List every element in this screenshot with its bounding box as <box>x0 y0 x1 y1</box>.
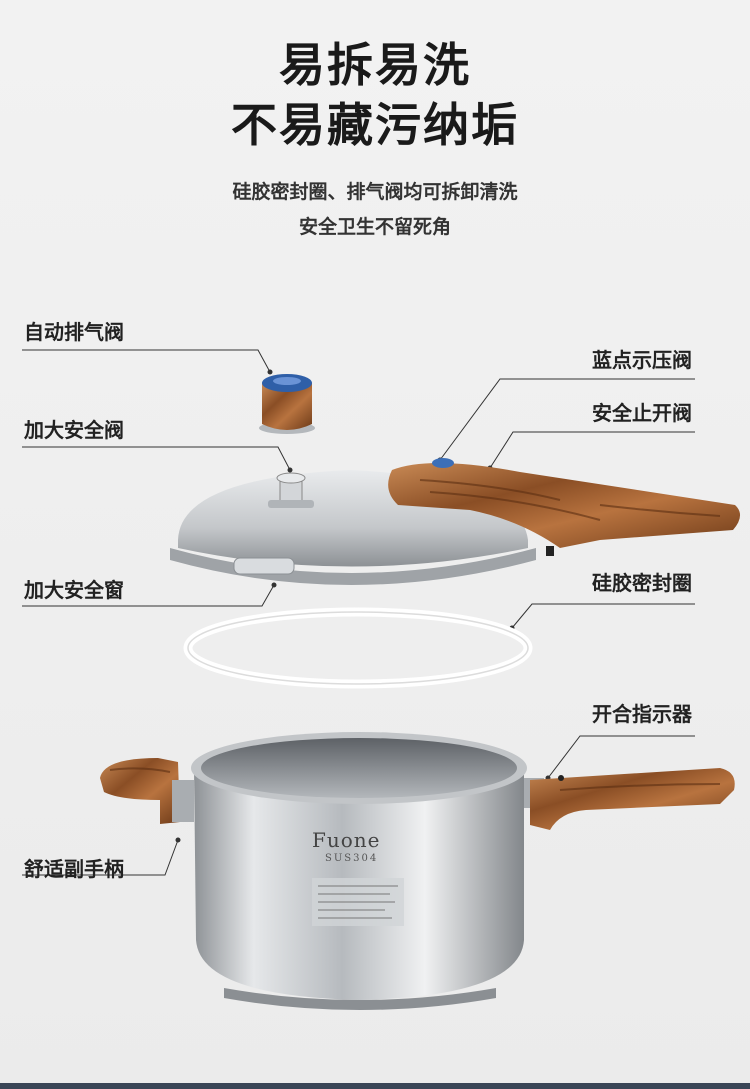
silicone-ring-part <box>183 607 533 689</box>
page-title-line2: 不易藏污纳垢 <box>231 98 519 152</box>
callout-lines <box>22 349 695 876</box>
bottom-bar <box>0 1083 750 1089</box>
lid-part <box>170 458 741 585</box>
pot-body-part <box>100 732 735 1010</box>
subtitle-line2: 安全卫生不留死角 <box>298 216 451 238</box>
subtitle-line1: 硅胶密封圈、排气阀均可拆卸清洗 <box>232 181 518 203</box>
label-safety-stop-valve: 安全止开阀 <box>592 401 692 425</box>
label-blue-dot-pressure-valve: 蓝点示压阀 <box>592 348 692 372</box>
brand-logo: Fuone <box>312 828 381 852</box>
exhaust-valve-part <box>259 374 315 434</box>
label-comfort-side-handle: 舒适副手柄 <box>24 857 124 881</box>
material-mark: SUS304 <box>325 853 379 864</box>
label-large-safety-valve: 加大安全阀 <box>24 418 124 442</box>
label-auto-exhaust-valve: 自动排气阀 <box>24 320 124 344</box>
label-large-safety-window: 加大安全窗 <box>24 578 124 602</box>
label-silicone-seal-ring: 硅胶密封圈 <box>592 571 692 595</box>
label-open-close-indicator: 开合指示器 <box>592 702 692 726</box>
page-title-line1: 易拆易洗 <box>279 38 471 92</box>
